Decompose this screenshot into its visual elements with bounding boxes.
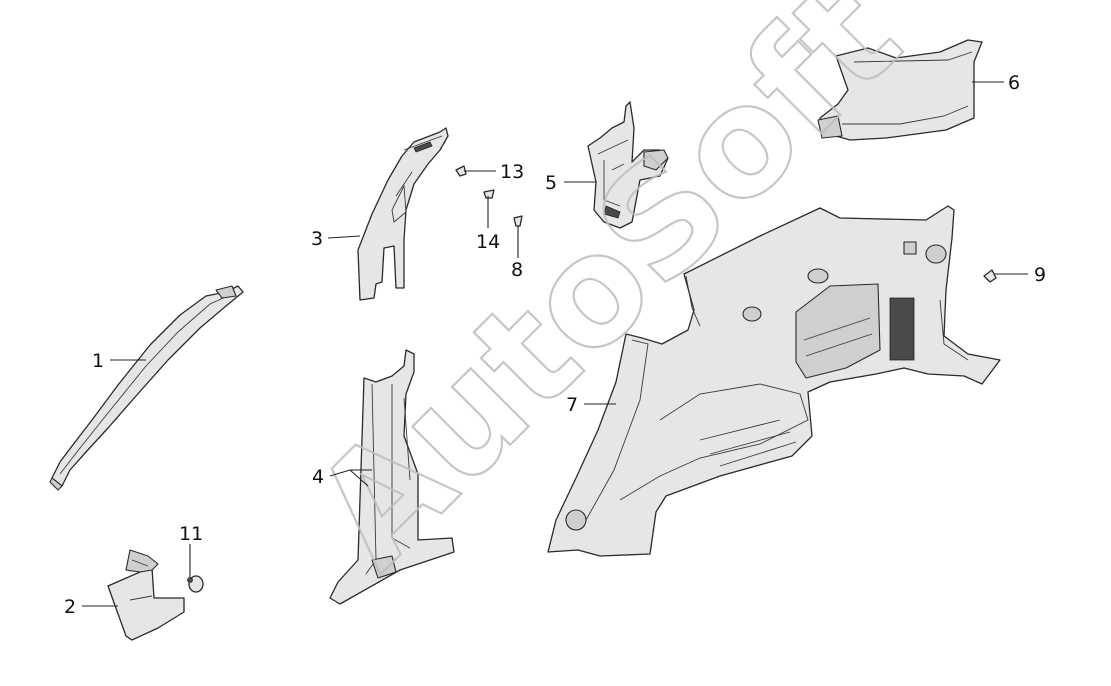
callout-3: 3 [311,228,323,250]
part-6-upper-quarter-trim [817,39,983,141]
part-3-b-pillar-upper-trim [357,127,449,301]
callout-4: 4 [312,466,324,488]
part-8-clip [513,215,523,227]
callout-1: 1 [92,350,104,372]
part-11-grommet [187,575,204,593]
part-9-clip [983,269,997,283]
callout-13: 13 [500,161,524,183]
part-13-screw [455,165,467,177]
part-2-lower-trim-piece [107,549,185,641]
part-14-screw [483,189,495,199]
callout-6: 6 [1008,72,1020,94]
part-4-b-pillar-lower-trim [329,349,455,605]
callout-7: 7 [566,394,578,416]
part-1-pillar-trim-strip [49,285,244,491]
callout-9: 9 [1034,264,1046,286]
leader-lines [82,81,1028,607]
callout-8: 8 [511,259,523,281]
callout-5: 5 [545,172,557,194]
callout-14: 14 [476,231,500,253]
callout-2: 2 [64,596,76,618]
part-5-c-pillar-bracket [587,101,669,229]
callout-11: 11 [179,523,203,545]
part-7-rear-quarter-panel [547,205,1001,557]
